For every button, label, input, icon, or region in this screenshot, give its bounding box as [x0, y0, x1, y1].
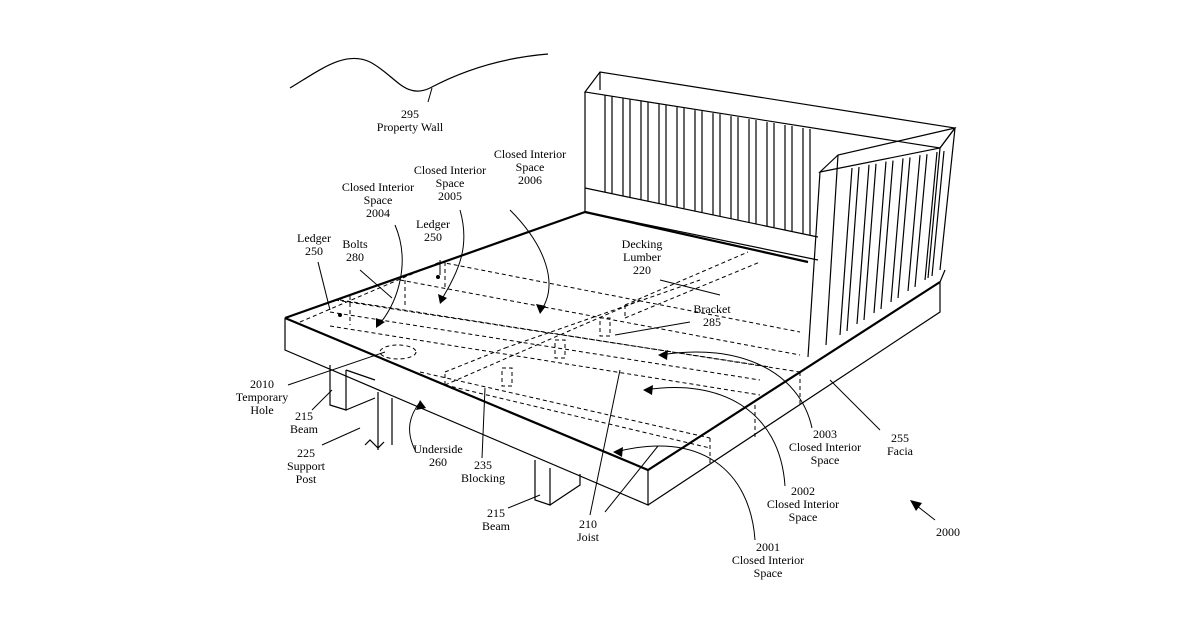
label-support-post-225: 225SupportPost: [287, 446, 326, 486]
label-line: Blocking: [461, 471, 505, 485]
label-line: Facia: [887, 444, 914, 458]
label-line: 220: [633, 263, 651, 277]
label-temporary-hole-2010: 2010TemporaryHole: [236, 377, 288, 417]
label-line: Space: [789, 510, 818, 524]
label-bracket-285: Bracket285: [693, 302, 731, 329]
label-line: Closed Interior: [789, 440, 861, 454]
label-line: 210: [579, 517, 597, 531]
label-ledger-250-center: Ledger250: [416, 217, 450, 244]
label-line: Support: [287, 459, 326, 473]
label-line: 2006: [518, 173, 542, 187]
label-line: Decking: [622, 237, 663, 251]
label-line: 2003: [813, 427, 837, 441]
label-line: Lumber: [623, 250, 661, 264]
label-closed-space-2005: Closed InteriorSpace2005: [414, 163, 486, 203]
label-line: Space: [811, 453, 840, 467]
label-ledger-250-left: Ledger250: [297, 231, 331, 258]
label-line: 260: [429, 455, 447, 469]
label-line: 255: [891, 431, 909, 445]
label-closed-space-2003: 2003Closed InteriorSpace: [789, 427, 861, 467]
label-line: Beam: [290, 422, 319, 436]
label-line: 2002: [791, 484, 815, 498]
label-line: Beam: [482, 519, 511, 533]
label-line: Property Wall: [377, 120, 444, 134]
label-line: Space: [436, 176, 465, 190]
label-line: Joist: [577, 530, 600, 544]
railing-side: [808, 128, 955, 357]
label-closed-space-2004: Closed InteriorSpace2004: [342, 180, 414, 220]
label-line: 2010: [250, 377, 274, 391]
label-line: 215: [295, 409, 313, 423]
label-line: Bolts: [342, 237, 368, 251]
label-line: 295: [401, 107, 419, 121]
label-line: Post: [296, 472, 317, 486]
temporary-hole: [380, 345, 416, 359]
label-figure-number: 2000: [936, 525, 960, 539]
label-line: 2001: [756, 540, 780, 554]
railing-back: [585, 72, 955, 260]
label-line: Closed Interior: [342, 180, 414, 194]
label-underside-260: Underside260: [413, 442, 462, 469]
label-line: 250: [424, 230, 442, 244]
label-line: 285: [703, 315, 721, 329]
label-bolts-280: Bolts280: [342, 237, 368, 264]
label-line: Space: [364, 193, 393, 207]
label-property-wall: 295Property Wall: [377, 107, 444, 134]
label-facia-255: 255Facia: [887, 431, 914, 458]
label-line: 225: [297, 446, 315, 460]
label-line: 2005: [438, 189, 462, 203]
label-line: Bracket: [693, 302, 731, 316]
label-line: Temporary: [236, 390, 288, 404]
label-line: 250: [305, 244, 323, 258]
label-line: Ledger: [416, 217, 450, 231]
label-beam-215-bottom: 215Beam: [482, 506, 511, 533]
label-line: Space: [754, 566, 783, 580]
hidden-joists: [300, 252, 800, 465]
label-line: Hole: [250, 403, 273, 417]
label-line: 235: [474, 458, 492, 472]
label-closed-space-2001: 2001Closed InteriorSpace: [732, 540, 804, 580]
label-blocking-235: 235Blocking: [461, 458, 505, 485]
label-closed-space-2006: Closed InteriorSpace2006: [494, 147, 566, 187]
label-joist-210: 210Joist: [577, 517, 600, 544]
label-line: Ledger: [297, 231, 331, 245]
label-beam-215-left: 215Beam: [290, 409, 319, 436]
label-line: 215: [487, 506, 505, 520]
label-line: Closed Interior: [494, 147, 566, 161]
label-decking-lumber-220: DeckingLumber220: [622, 237, 663, 277]
label-line: 280: [346, 250, 364, 264]
label-line: Space: [516, 160, 545, 174]
label-line: Closed Interior: [732, 553, 804, 567]
label-line: 2000: [936, 525, 960, 539]
label-line: Closed Interior: [767, 497, 839, 511]
label-line: Underside: [413, 442, 462, 456]
label-line: 2004: [366, 206, 390, 220]
label-line: Closed Interior: [414, 163, 486, 177]
label-closed-space-2002: 2002Closed InteriorSpace: [767, 484, 839, 524]
beams-posts: [330, 365, 580, 505]
property-wall-line: [290, 54, 548, 91]
